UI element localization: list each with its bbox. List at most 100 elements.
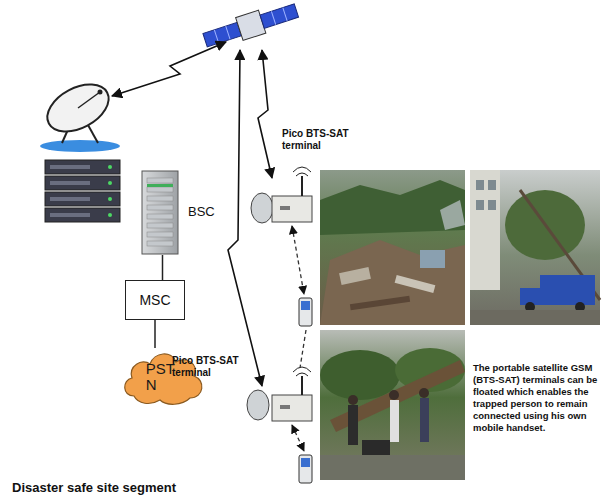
disaster-photo [395, 275, 436, 293]
pico-terminal [301, 376, 303, 395]
disaster-photo [470, 170, 600, 325]
satellite [201, 0, 300, 52]
satellite [271, 11, 275, 24]
disaster-photo [470, 170, 600, 325]
satellite [214, 30, 218, 43]
connector-line [162, 255, 164, 280]
pico-terminal [293, 167, 311, 176]
disaster-photo [488, 180, 496, 190]
server-stack [50, 197, 90, 201]
disaster-photo [320, 330, 465, 480]
disaster-photo [470, 310, 600, 325]
disaster-photo [320, 170, 465, 325]
server-stack [50, 213, 90, 217]
pico-terminal [272, 395, 312, 421]
mobile-handset [301, 301, 310, 310]
server-stack [45, 176, 120, 190]
rack-body [142, 171, 178, 254]
note-text: The portable satellite GSM (BTS-SAT) ter… [473, 362, 604, 434]
satellite-link [112, 42, 272, 386]
disaster-photo [350, 296, 410, 310]
rack-slot [147, 214, 173, 219]
disaster-photo [420, 398, 429, 442]
pico-terminal [280, 405, 290, 409]
server-stack [108, 181, 112, 185]
mobile-handset [299, 298, 312, 326]
disaster-photo [320, 170, 465, 325]
satellite-link [258, 50, 272, 178]
disaster-photo [320, 350, 400, 400]
disaster-photo [488, 200, 496, 210]
disaster-photo [419, 388, 429, 398]
server-stack [108, 165, 112, 169]
rack-slot [147, 187, 173, 192]
mobile-handset [301, 458, 310, 467]
pico-terminal [280, 206, 290, 210]
terminal-label: Pico BTS-SAT terminal [282, 128, 362, 152]
ground-dish [39, 75, 120, 152]
disaster-photo [470, 170, 500, 290]
ground-dish [40, 140, 120, 152]
disaster-photo [389, 390, 399, 400]
disaster-photo [348, 405, 358, 445]
server-stack [108, 213, 112, 217]
terminal-label: Pico BTS-SAT terminal [172, 355, 252, 379]
radio-link [292, 226, 306, 451]
satellite-link [112, 42, 226, 96]
mobile-handset [299, 455, 312, 483]
server-stack [45, 160, 120, 222]
server-stack [45, 208, 120, 222]
satellite [283, 8, 287, 21]
mobile-handset [299, 298, 312, 326]
radio-link [292, 226, 304, 294]
radio-link [292, 425, 304, 451]
pico-terminal [247, 367, 312, 421]
pico-terminal [272, 196, 312, 222]
server-stack [50, 181, 90, 185]
disaster-photo [420, 250, 445, 268]
msc-box: MSC [125, 280, 185, 320]
ground-dish [39, 75, 116, 141]
server-stack [50, 165, 90, 169]
node-text: BSC [188, 204, 215, 219]
rack-drawing [140, 170, 180, 255]
disaster-photo [476, 180, 484, 190]
mobile-handset [299, 455, 312, 483]
pico-terminal [247, 390, 269, 420]
server-stack [108, 197, 112, 201]
rack-slot [147, 241, 173, 246]
server-stack [45, 192, 120, 206]
rack-slot [147, 196, 173, 201]
server-stack [45, 160, 120, 174]
disaster-photo [320, 180, 465, 235]
ground-dish [98, 90, 103, 95]
node-text: MSC [139, 292, 170, 308]
connector-line [154, 320, 156, 348]
disaster-photo [320, 455, 465, 480]
disaster-photo [440, 200, 465, 230]
disaster-photo [540, 275, 595, 305]
rack-slot [147, 232, 173, 237]
pico-terminal [301, 176, 303, 196]
ground-dish [88, 125, 98, 143]
rack-slot [147, 178, 173, 183]
rack-slot [147, 223, 173, 228]
pico-terminal [293, 367, 311, 376]
rack-light [147, 184, 173, 187]
radio-link [300, 330, 306, 368]
segment-title: Disaster safe site segment [12, 480, 272, 496]
satellite [226, 26, 230, 39]
pico-terminal [251, 193, 273, 223]
disaster-photo [390, 400, 399, 442]
disaster-photo [339, 267, 371, 285]
rack-slot [147, 205, 173, 210]
pico-terminal [251, 167, 312, 223]
disaster-photo [476, 200, 484, 210]
ground-dish [78, 92, 100, 108]
disaster-photo [320, 330, 465, 480]
disaster-photo [320, 240, 465, 325]
bsc-rack: BSC [140, 170, 220, 255]
satellite [260, 4, 299, 28]
disaster-photo [348, 395, 358, 405]
